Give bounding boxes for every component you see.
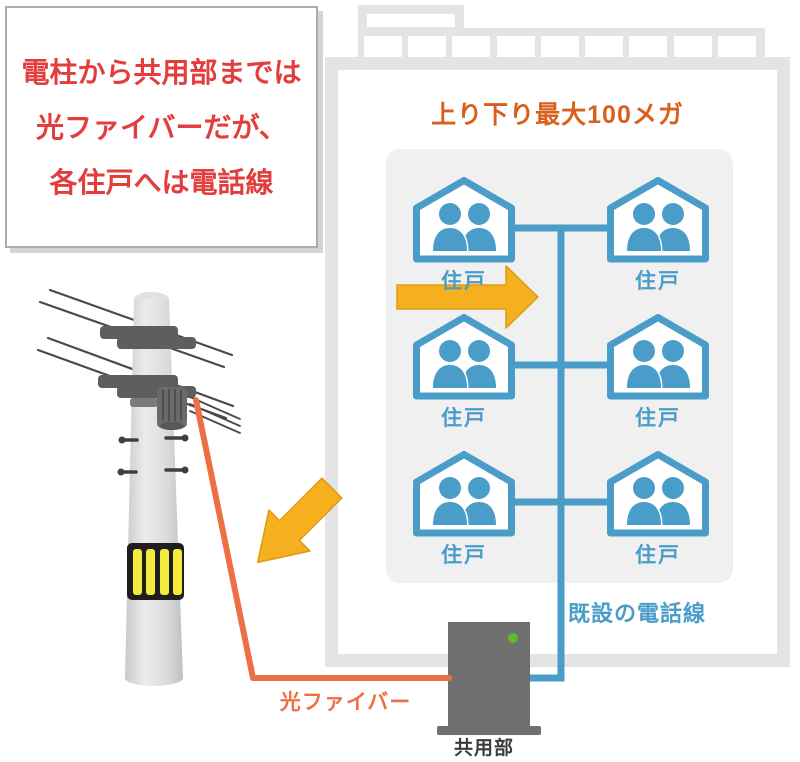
rooftop-railing: [358, 28, 765, 57]
note-text-line: 電柱から共用部までは: [21, 56, 302, 88]
arrow-right-icon: [396, 265, 539, 329]
optical-fiber-line: [193, 397, 452, 681]
building-wall-left: [325, 57, 338, 667]
hazard-stripes-icon: [127, 543, 184, 600]
status-led-icon: [508, 633, 518, 643]
pole-body: [125, 292, 183, 686]
device-label: 共用部: [453, 738, 514, 759]
fiber-label: 光ファイバー: [279, 691, 412, 714]
transformer-icon: [130, 387, 187, 430]
building-wall-right: [777, 57, 790, 667]
arrow-down-left-icon: [256, 477, 343, 564]
note-text-line: 光ファイバーだが、: [36, 111, 287, 143]
phone-line-label: 既設の電話線: [568, 601, 707, 626]
step-bolts: [117, 434, 189, 476]
building-wall-top: [325, 57, 790, 70]
shared-equipment-device: [437, 622, 541, 735]
note-box: 電柱から共用部までは 光ファイバーだが、 各住戸へは電話線: [5, 6, 318, 248]
building-title: 上り下り最大100メガ: [431, 101, 684, 129]
phone-line-wiring: [515, 224, 607, 682]
note-text-line: 各住戸へは電話線: [49, 166, 274, 198]
utility-pole-icon: [36, 288, 241, 686]
